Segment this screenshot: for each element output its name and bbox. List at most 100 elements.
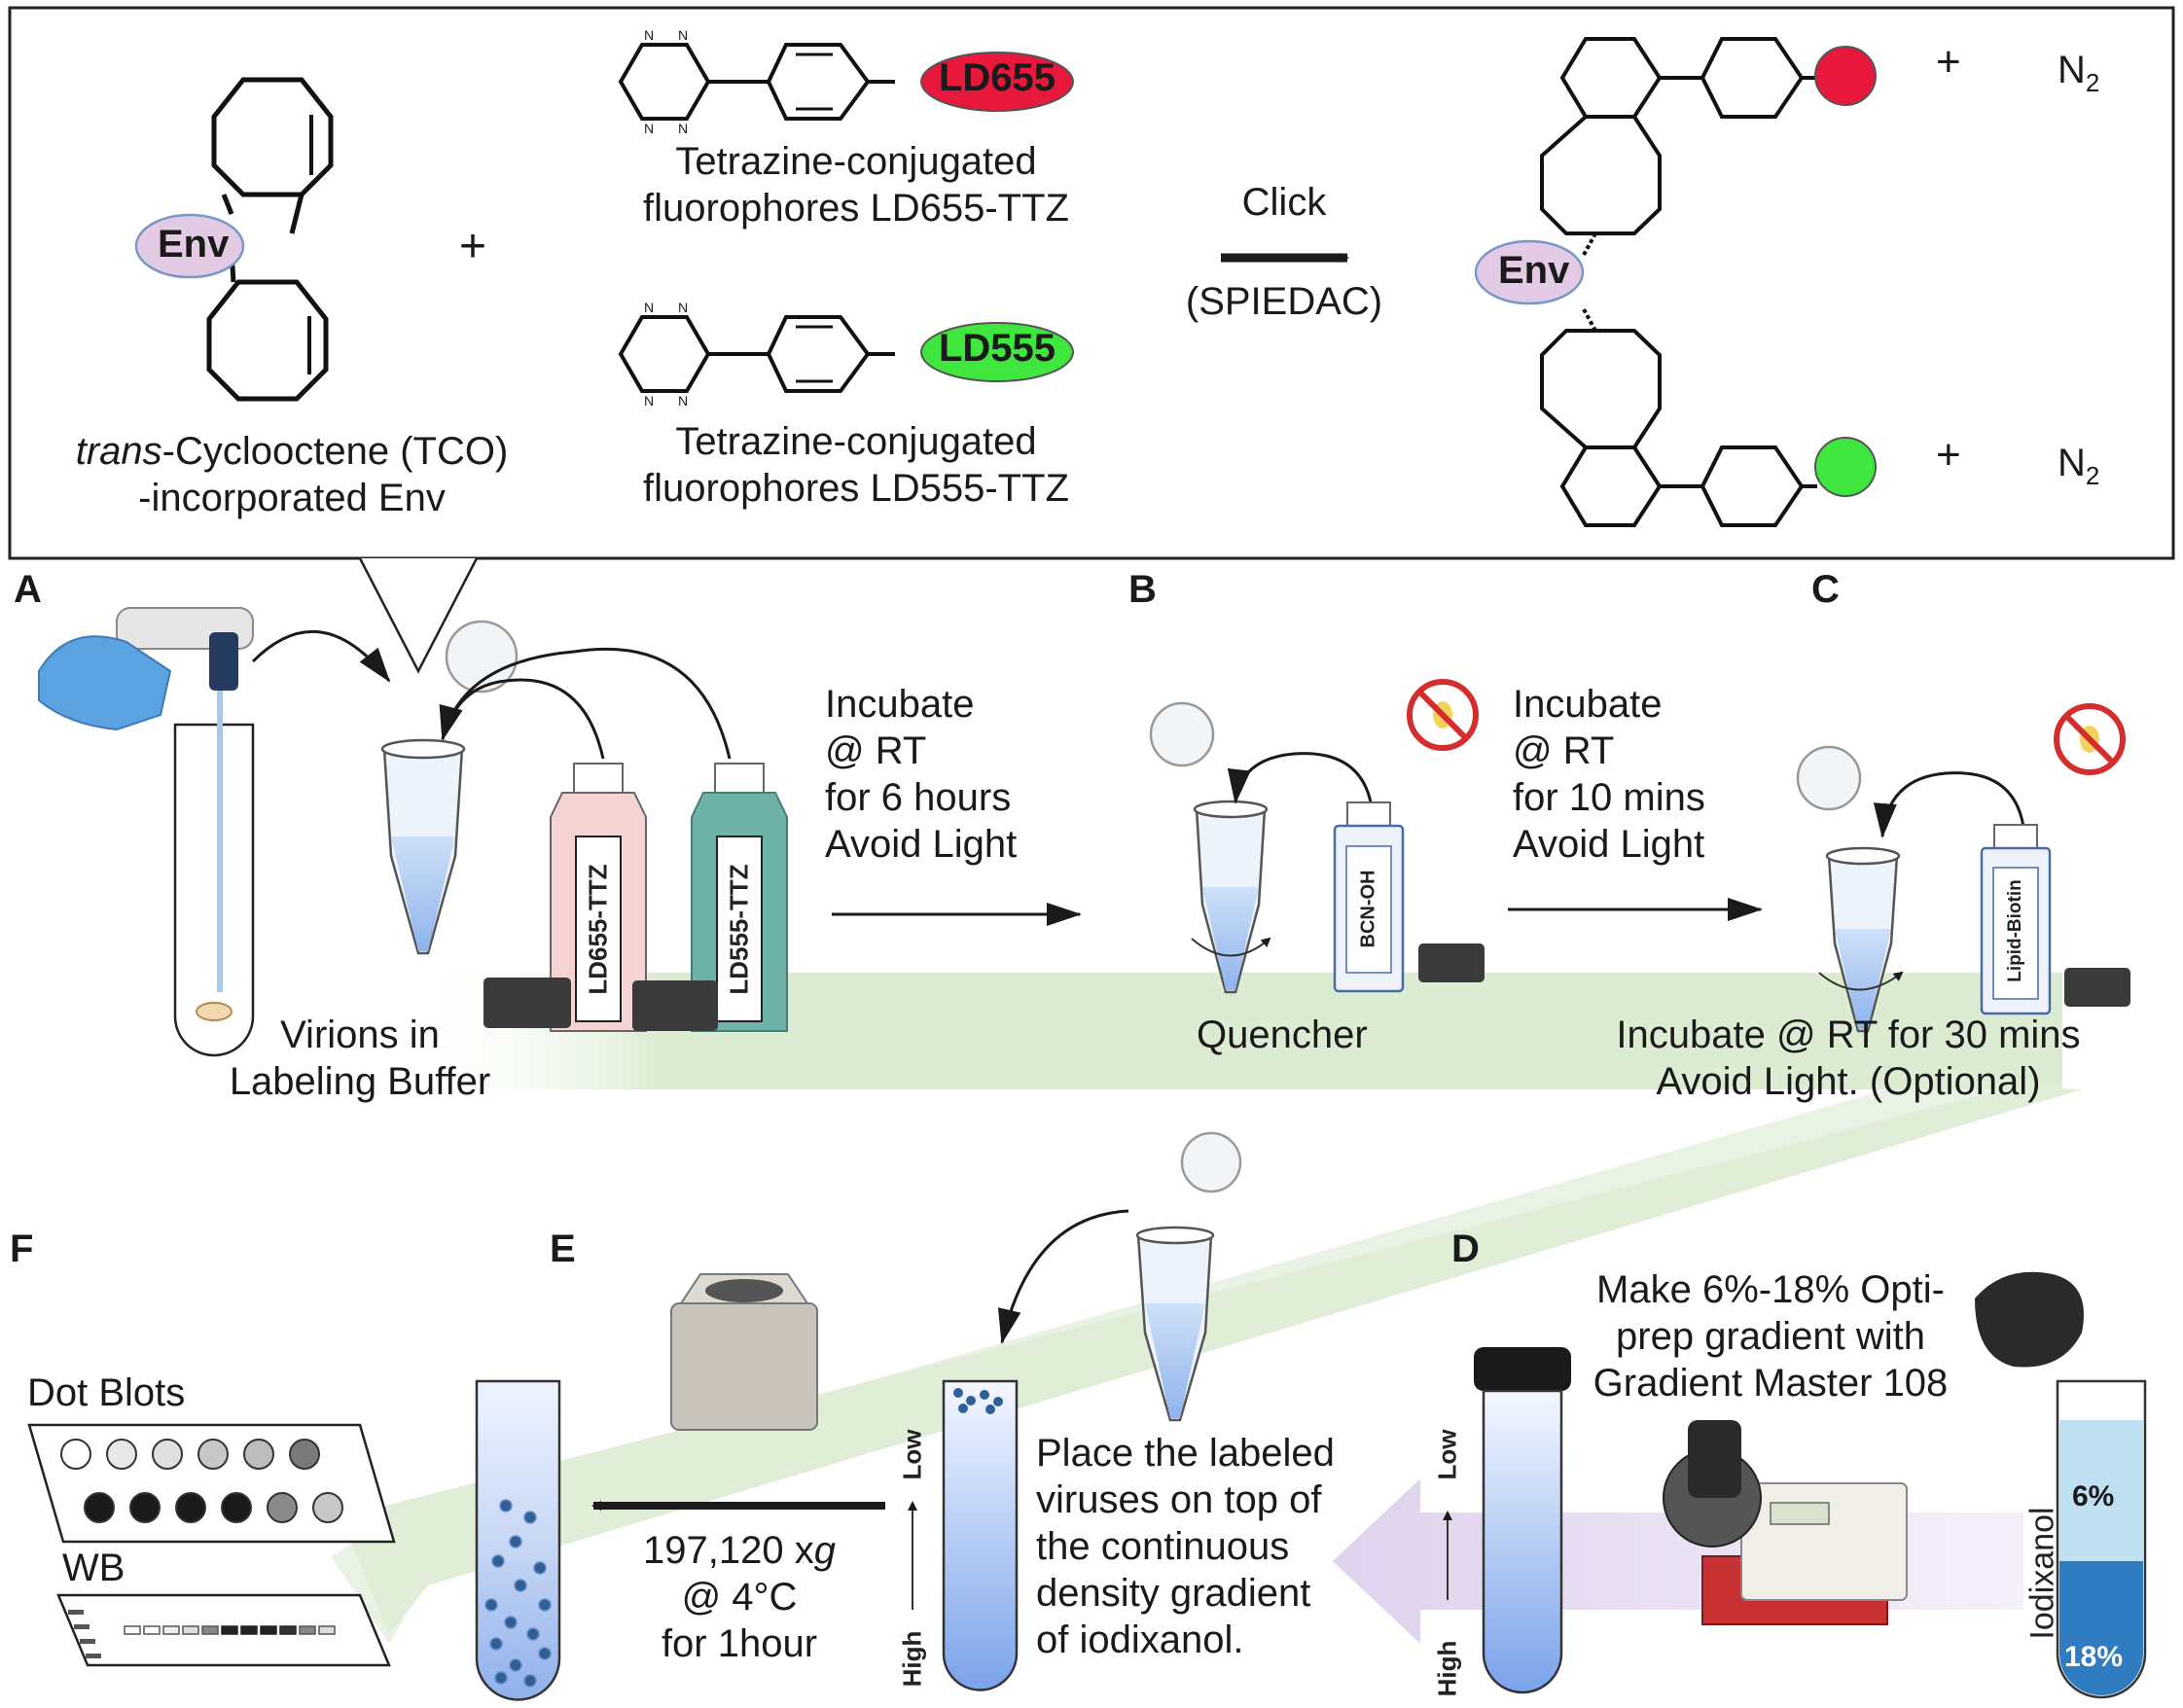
cap-C xyxy=(1796,745,1862,811)
cap-A xyxy=(445,620,519,694)
cap-black-4 xyxy=(2064,968,2130,1007)
arc-load xyxy=(997,1209,1129,1344)
n-atom-7: N xyxy=(644,393,655,409)
n2-top: N2 xyxy=(2058,47,2099,106)
click-label: Click xyxy=(1241,181,1327,224)
ld555-label: LD555 xyxy=(938,327,1056,370)
product-red-dot xyxy=(1814,46,1877,106)
vial-bcn-label: BCN-OH xyxy=(1357,870,1379,948)
step-A-caption-1: Virions in xyxy=(280,1014,440,1056)
pipette-grip xyxy=(209,632,238,691)
gradient-tube-cap xyxy=(1474,1347,1571,1391)
n2-top-n: N xyxy=(2058,49,2086,91)
step-B-caption: Quencher xyxy=(1197,1014,1368,1056)
vial-green-neck xyxy=(714,763,765,794)
cap-load xyxy=(1180,1131,1242,1193)
env-label-right: Env xyxy=(1498,249,1570,292)
step-E-speed: 197,120 x xyxy=(643,1529,814,1572)
flow-band-green-top xyxy=(409,973,2062,1089)
callout-triangle xyxy=(358,557,479,674)
panel-label-B: B xyxy=(1128,568,1157,611)
loading-tube xyxy=(942,1379,1019,1691)
step-E-line3: for 1hour xyxy=(661,1622,818,1665)
tall-tube xyxy=(173,723,255,1057)
step-C-caption-2: Avoid Light. (Optional) xyxy=(1656,1060,2041,1103)
cap-black-D xyxy=(1975,1271,2084,1368)
dot-blot-dots xyxy=(60,1439,343,1523)
load-high-label: High xyxy=(897,1630,927,1688)
green-caption-2: fluorophores LD555-TTZ xyxy=(643,467,1069,510)
n-atom-6: N xyxy=(678,300,689,315)
step-E-line1: 197,120 xg xyxy=(593,1527,885,1574)
n-atom-3: N xyxy=(644,121,655,136)
ld655-label: LD655 xyxy=(938,56,1056,99)
product-green-dot xyxy=(1814,437,1877,497)
green-caption-1: Tetrazine-conjugated xyxy=(675,420,1037,463)
arc-red-vial xyxy=(440,678,605,760)
step-D-high-label: High xyxy=(1432,1640,1462,1697)
vial-red-neck xyxy=(573,763,624,794)
cap-black-1 xyxy=(483,978,571,1028)
cap-black-2 xyxy=(632,980,718,1031)
plus-sign-2: + xyxy=(1936,38,1961,86)
step-C-caption-1: Incubate @ RT for 30 mins xyxy=(1616,1014,2081,1056)
env-ellipse xyxy=(134,213,245,279)
glove-hand xyxy=(38,635,172,731)
step-E-g: g xyxy=(813,1529,836,1572)
arc-pipette-to-tube xyxy=(251,629,391,683)
load-line2: viruses on top of xyxy=(1036,1478,1322,1521)
virus-band-top xyxy=(953,1388,1003,1414)
swirl-B xyxy=(1191,937,1271,957)
tetrazine-green xyxy=(618,315,895,393)
reaction-scheme-box xyxy=(8,6,2175,560)
n2-bottom: N2 xyxy=(2058,440,2099,499)
ld655-ellipse xyxy=(920,52,1074,112)
red-caption-1: Tetrazine-conjugated xyxy=(675,140,1037,183)
vial-green-label: LD555-TTZ xyxy=(724,864,754,995)
wb-label: WB xyxy=(62,1547,125,1589)
wb-bands xyxy=(68,1610,336,1658)
step-AB-line3: for 6 hours xyxy=(825,776,1012,819)
tco-caption-italic: trans xyxy=(75,430,162,473)
cap-B xyxy=(1149,701,1215,767)
ld555-ellipse xyxy=(920,322,1074,382)
step-AB-line2: @ RT xyxy=(825,729,927,772)
plus-sign-1: + xyxy=(459,221,487,272)
step-BC-line4: Avoid Light xyxy=(1513,823,1705,866)
env-label-left: Env xyxy=(158,223,230,266)
panel-label-F: F xyxy=(10,1228,34,1270)
load-line5: of iodixanol. xyxy=(1036,1619,1244,1661)
step-BC-line1: Incubate xyxy=(1513,683,1663,726)
step-AB-line4: Avoid Light xyxy=(825,823,1018,866)
iodixanol-axis-label: Iodixanol xyxy=(2023,1507,2061,1640)
arc-lipid xyxy=(1873,771,2025,838)
step-A-caption-2: Labeling Buffer xyxy=(229,1060,491,1103)
iodixanol-low-pct: 6% xyxy=(2072,1480,2115,1512)
n2-bottom-sub: 2 xyxy=(2085,461,2100,490)
step-BC-line2: @ RT xyxy=(1513,729,1615,772)
red-caption-2: fluorophores LD655-TTZ xyxy=(643,187,1069,230)
device-body xyxy=(1740,1482,1908,1601)
iodixanol-high-pct: 18% xyxy=(2064,1641,2124,1673)
arc-quencher xyxy=(1227,752,1374,808)
tco-caption-line2: -incorporated Env xyxy=(138,477,446,519)
panel-label-D: D xyxy=(1451,1228,1480,1270)
flow-band-green-diag2 xyxy=(331,1070,2072,1644)
panel-label-A: A xyxy=(14,568,42,611)
step-D-caption-1: Make 6%-18% Opti- xyxy=(1596,1268,1945,1311)
n-atom-4: N xyxy=(678,121,689,136)
n-atom-5: N xyxy=(644,300,655,315)
n-atom-2: N xyxy=(678,27,689,43)
iodixanol-low xyxy=(2059,1420,2143,1561)
load-line4: density gradient xyxy=(1036,1572,1311,1615)
step-D-caption-3: Gradient Master 108 xyxy=(1593,1362,1949,1405)
tco-molecule xyxy=(206,77,334,402)
product-molecule xyxy=(1540,37,1817,527)
panel-label-E: E xyxy=(550,1228,576,1270)
n2-bottom-n: N xyxy=(2058,442,2086,484)
n2-top-sub: 2 xyxy=(2085,68,2100,97)
tco-caption-rest: -Cyclooctene (TCO) xyxy=(161,430,509,473)
load-line1: Place the labeled xyxy=(1036,1432,1335,1475)
step-BC-line3: for 10 mins xyxy=(1513,776,1705,819)
